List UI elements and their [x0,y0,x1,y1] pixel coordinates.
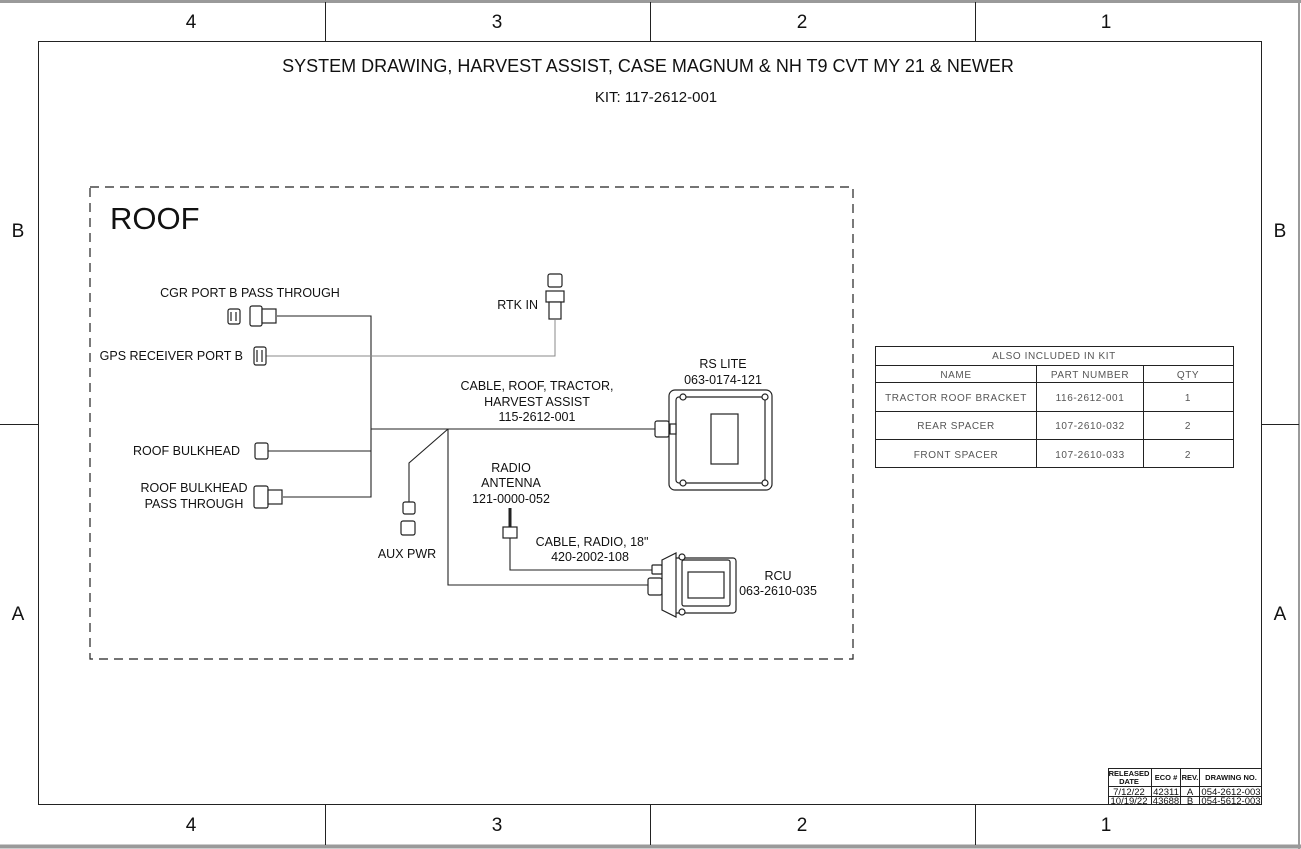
zone-top-2: 2 [797,12,808,33]
kit-table-row-3-part: 107-2610-033 [1055,450,1124,461]
revision-row-1-date: 7/12/22 [1113,787,1145,798]
label-radio-antenna-3: 121-0000-052 [472,492,550,506]
label-radio-antenna-1: RADIO [491,461,531,475]
revision-header-rev: REV. [1182,773,1199,782]
rcu-module [661,552,737,618]
label-rs-lite-2: 063-0174-121 [684,373,762,387]
kit-table-row-1-name: TRACTOR ROOF BRACKET [885,393,1027,404]
revision-row-2-date: 10/19/22 [1111,796,1148,807]
label-rcu-1: RCU [764,569,791,583]
label-rcu-2: 063-2610-035 [739,584,817,598]
kit-table-row-2-qty: 2 [1185,421,1191,432]
kit-table-row-1-qty: 1 [1185,393,1191,404]
aux-pwr-connector [400,501,416,536]
harness-wiring [268,315,655,586]
roof-region [89,186,854,660]
zone-left-b: B [12,221,25,242]
roof-label: ROOF [110,201,200,236]
kit-table-row-3-qty: 2 [1185,450,1191,461]
kit-table-row-2-part: 107-2610-032 [1055,421,1124,432]
gps-receiver-connector [253,346,267,366]
cgr-port-b-connector [227,305,277,327]
zone-bottom-1: 1 [1101,815,1112,836]
revision-header-eco: ECO # [1155,773,1178,782]
rtk-in-connector [545,273,565,320]
revision-block: RELEASED DATE ECO # REV. DRAWING NO. 7/1… [1108,768,1262,807]
drawing-border [38,41,1262,805]
roof-bulkhead-connector [254,442,269,460]
kit-number: KIT: 117-2612-001 [595,89,717,106]
zone-top-1: 1 [1101,12,1112,33]
label-cable-radio-1: CABLE, RADIO, 18" [536,535,649,549]
zone-left-a: A [12,604,25,625]
kit-table-header-name: NAME [940,370,971,381]
kit-table-row-3-name: FRONT SPACER [914,450,999,461]
label-radio-antenna-2: ANTENNA [481,476,541,490]
revision-header-drawing-no: DRAWING NO. [1205,773,1257,782]
revision-row-1-drawing-no: 054-2612-003 [1201,787,1260,798]
kit-table-title: ALSO INCLUDED IN KIT [992,351,1116,362]
zone-top-4: 4 [186,12,197,33]
drawing-title: SYSTEM DRAWING, HARVEST ASSIST, CASE MAG… [282,56,1014,76]
rs-lite-module [668,389,773,491]
label-rs-lite-1: RS LITE [699,357,746,371]
kit-table: ALSO INCLUDED IN KIT NAME PART NUMBER QT… [875,346,1234,468]
revision-header-date-1: RELEASED [1109,769,1150,778]
zone-bottom-2: 2 [797,815,808,836]
label-cable-roof-1: CABLE, ROOF, TRACTOR, [460,379,613,393]
label-cable-radio-2: 420-2002-108 [551,550,629,564]
zone-right-b: B [1274,221,1287,242]
revision-row-2-drawing-no: 054-5612-003 [1201,796,1260,807]
kit-table-header-qty: QTY [1177,370,1199,381]
gps-rtk-cable [266,320,556,357]
kit-table-header-part: PART NUMBER [1051,370,1129,381]
zone-top-3: 3 [492,12,503,33]
label-roof-bulkhead-pass-2: PASS THROUGH [145,497,244,511]
revision-row-2-rev: B [1187,796,1193,807]
revision-header-date-2: DATE [1119,777,1139,786]
zone-bottom-4: 4 [186,815,197,836]
rs-lite-connector [654,420,670,438]
kit-table-row-1-part: 116-2612-001 [1056,393,1125,404]
label-rtk-in: RTK IN [497,298,538,312]
label-cgr-port-b: CGR PORT B PASS THROUGH [160,286,340,300]
revision-row-1-rev: A [1187,787,1194,798]
label-roof-bulkhead: ROOF BULKHEAD [133,444,240,458]
zone-right-a: A [1274,604,1287,625]
kit-table-row-2-name: REAR SPACER [917,421,995,432]
label-cable-roof-3: 115-2612-001 [499,410,576,424]
label-aux-pwr: AUX PWR [378,547,436,561]
label-gps-receiver: GPS RECEIVER PORT B [100,349,243,363]
label-cable-roof-2: HARVEST ASSIST [484,395,590,409]
zone-bottom-3: 3 [492,815,503,836]
roof-bulkhead-pass-connector [253,485,283,509]
radio-antenna-icon [502,508,518,539]
revision-row-1-eco: 42311 [1153,787,1179,798]
rcu-connectors [647,564,663,596]
revision-row-2-eco: 43688 [1153,796,1179,807]
label-roof-bulkhead-pass-1: ROOF BULKHEAD [141,481,248,495]
